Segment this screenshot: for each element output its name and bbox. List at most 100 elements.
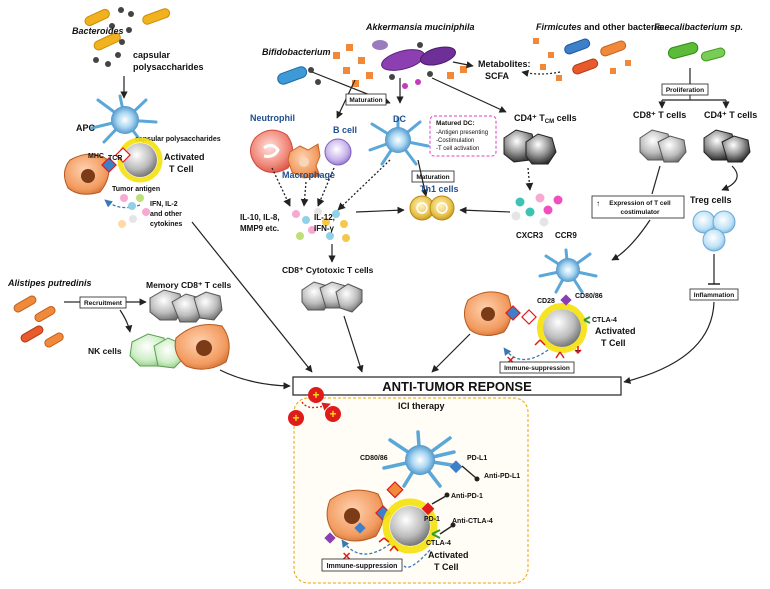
- plus-badges-icon: + + +: [288, 387, 341, 426]
- firmicutes-bacteria-icon: [533, 38, 631, 81]
- th1-cells-icon: [409, 195, 455, 221]
- cd80-86-right-icon: [560, 294, 572, 306]
- arrow-dc-to-il12: [337, 159, 391, 211]
- anti-pd1-dot: [444, 492, 450, 498]
- anti-pdl1-dot: [474, 476, 480, 482]
- expression-label-2: costimulator: [620, 209, 659, 216]
- arrow-cd4-to-treg: [721, 165, 738, 191]
- anti-tumor-response-label: ANTI-TUMOR REPONSE: [382, 379, 532, 394]
- cxcr3-label: CXCR3: [516, 231, 544, 240]
- capsular-label-1: capsular: [133, 50, 171, 60]
- alistipes-bacteria-icon: [13, 295, 64, 348]
- arrow-plus: [301, 401, 331, 411]
- b-cell-icon: [324, 138, 352, 166]
- arrow-dc-to-th1: [417, 159, 429, 197]
- ici-cd80-icon: [324, 532, 336, 544]
- il12-label-2: IFN-γ: [314, 224, 335, 233]
- cd8-t-cells-right-icon: [639, 129, 687, 163]
- matured-dc-item-3: -T cell activation: [436, 146, 479, 152]
- tcr-right-icon: [521, 309, 537, 325]
- nk-cells-icon: [129, 333, 185, 369]
- activated-label-1: Activated: [164, 152, 205, 162]
- il10-label-2: MMP9 etc.: [240, 224, 279, 233]
- immune-supp-right-box: [499, 361, 575, 374]
- ici-ctla4-icon: [431, 529, 441, 539]
- arrow-akk-to-cd4tcm: [431, 77, 507, 113]
- activated-t-cell-left-icon: [117, 137, 163, 183]
- tumor-cell-right-icon: [464, 291, 512, 336]
- cytokine-dots-left-icon: [118, 194, 150, 228]
- alistipes-label: Alistipes putredinis: [7, 278, 92, 288]
- dc-right-cell-icon: [538, 248, 598, 294]
- matured-dc-title: Matured DC:: [436, 120, 475, 127]
- arrow-apc-to-response: [191, 221, 313, 373]
- b-cell-label: B cell: [333, 125, 357, 135]
- cd80-86-right-label: CD80/86: [575, 293, 603, 300]
- ici-costim-icon: [386, 481, 404, 499]
- tumor-cell-alistipes-icon: [174, 324, 230, 370]
- matured-dc-item-1: -Antigen presenting: [436, 130, 488, 136]
- apc-label: APC: [76, 123, 96, 133]
- mhc-receptor-right-icon: [505, 305, 521, 321]
- macrophage-label: Macrophage: [282, 170, 335, 180]
- cd4-tcm-suffix: cells: [554, 113, 577, 123]
- mhc-label: MHC: [88, 153, 104, 160]
- arrow-expression-to-dc-right: [611, 219, 651, 261]
- proliferation-label: Proliferation: [666, 87, 704, 94]
- metabolites-label-2: SCFA: [485, 71, 510, 81]
- arrow-macrophage-to-il10: [300, 181, 309, 207]
- faecalibacterium-label: Faecalibacterium sp.: [654, 22, 743, 32]
- inflammation-box: [689, 288, 739, 301]
- ici-cd80-label: CD80/86: [360, 455, 388, 462]
- up-arrow-icon: ↑: [596, 199, 600, 208]
- arrow-cytokines-to-th1: [355, 206, 405, 214]
- apc-cell-icon: [90, 94, 158, 144]
- cd4-tcm-subscript: CM: [545, 119, 554, 125]
- activated-right-label-1: Activated: [595, 326, 636, 336]
- dc-cell-icon: [368, 116, 430, 166]
- pdl1-receptor-icon: [449, 460, 463, 474]
- il12-label-1: IL-12,: [314, 213, 335, 222]
- il10-label-1: IL-10, IL-8,: [240, 213, 280, 222]
- maturation-label-2: Maturation: [416, 174, 449, 181]
- immune-supp-right-label: Immune-suppression: [504, 365, 570, 372]
- block-x-right-icon: ✕: [506, 355, 515, 367]
- tcr-receptor-icon: [115, 147, 131, 163]
- arrow-neutrophil-to-il10: [271, 167, 291, 207]
- arrow-recruitment-to-nk: [119, 309, 133, 333]
- maturation-box: [345, 93, 387, 106]
- ici-ctla4-label: CTLA-4: [426, 540, 451, 547]
- bifidobacterium-label: Bifidobacterium: [262, 47, 331, 57]
- expression-box: [591, 195, 685, 219]
- tcr-label: TCR: [108, 155, 122, 162]
- matured-dc-item-2: -Costimulation: [436, 138, 474, 144]
- arrow-bcell-to-cytokines: [317, 167, 335, 207]
- arrow-ici-suppression: [341, 539, 391, 555]
- anti-pdl1-antibody-icon: [461, 465, 477, 479]
- inflammation-label: Inflammation: [694, 292, 734, 299]
- cd4-tcm-label: CD4⁺ TCM cells: [514, 113, 577, 125]
- ifn-label-2: and other: [150, 211, 182, 218]
- dc-label: DC: [393, 114, 406, 124]
- firmicutes-rest: and other bacteria: [582, 22, 664, 32]
- block-x-ici-icon: ✕: [342, 551, 351, 563]
- ici-therapy-label: ICI therapy: [398, 401, 445, 411]
- maturation-label: Maturation: [349, 97, 382, 104]
- anti-ctla4-dot: [450, 522, 456, 528]
- proliferation-box: [661, 83, 709, 96]
- anti-pd1-antibody-icon: [431, 495, 447, 505]
- tumor-cell-left-icon: [64, 153, 110, 195]
- anti-ctla4-label: Anti-CTLA-4: [452, 518, 493, 525]
- bacteroides-bacteria-icon: [84, 7, 171, 67]
- pd1-label: PD-1: [424, 516, 440, 523]
- neutrophil-cell-icon: [250, 129, 294, 173]
- anti-ctla4-antibody-icon: [439, 525, 453, 535]
- akkermansia-bacteria-icon: [333, 40, 467, 89]
- neutrophil-label: Neutrophil: [250, 113, 295, 123]
- anti-tumor-response-box: [292, 376, 622, 396]
- firmicutes-label: Firmicutes and other bacteria: [536, 22, 663, 32]
- expression-label-1: Expression of T cell: [609, 200, 671, 207]
- cd8-t-label: CD8⁺ T cells: [633, 110, 686, 120]
- capsular-small-label: capsular polysaccharides: [135, 136, 221, 143]
